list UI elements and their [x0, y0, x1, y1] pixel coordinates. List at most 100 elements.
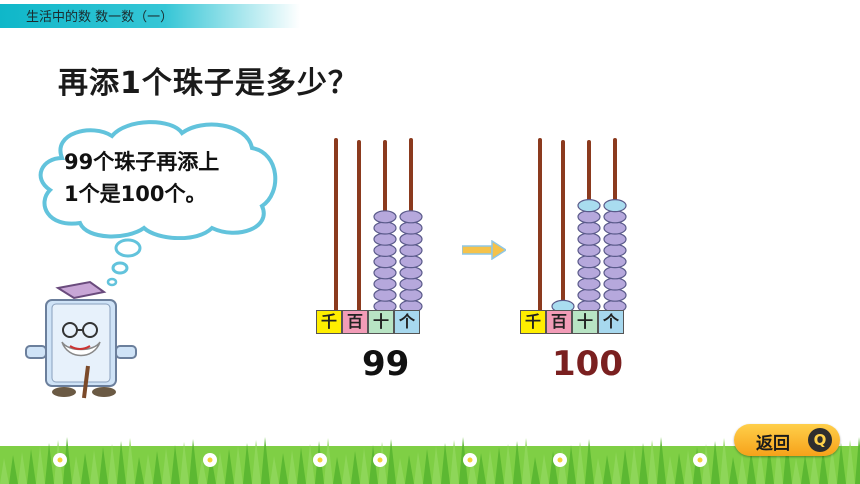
abacus-bead-right-3-7 — [603, 221, 627, 235]
abacus-bead-left-3-5 — [399, 243, 423, 258]
abacus-bead-right-3-8 — [603, 210, 627, 224]
flower-center — [467, 457, 473, 463]
grass-blade — [684, 450, 693, 484]
grass-blade — [414, 452, 423, 484]
abacus-bead-left-3-4 — [399, 254, 423, 269]
abacus-bead-left-2-2 — [373, 277, 397, 291]
grass-blade — [36, 446, 45, 484]
header-band — [0, 4, 300, 28]
abacus-bead-left-2-4 — [373, 254, 397, 269]
abacus-bead-right-2-6 — [577, 232, 601, 246]
abacus-left-number: 99 — [362, 344, 410, 384]
place-thousands-left: 千 — [316, 310, 342, 334]
flower-center — [697, 457, 703, 463]
abacus-bead-right-2-5 — [577, 243, 601, 258]
grass-blade — [126, 438, 135, 484]
grass-blade — [45, 443, 54, 484]
grass-blade — [792, 458, 801, 484]
grass-blade — [252, 440, 261, 484]
grass-blade — [783, 439, 792, 484]
abacus-bead-right-3-1 — [603, 288, 627, 302]
grass-blade — [477, 453, 486, 484]
abacus-bead-right-2-2 — [577, 277, 601, 291]
abacus-bead-left-2-5 — [373, 243, 397, 258]
back-button[interactable]: 返回 Q — [734, 424, 840, 456]
grass-blade — [837, 443, 846, 484]
grass-blade — [135, 457, 144, 484]
grass-blade — [585, 439, 594, 484]
grass-blade — [360, 448, 369, 484]
grass-blade — [351, 451, 360, 484]
place-ones-right: 个 — [598, 310, 624, 334]
grass-blade — [423, 449, 432, 484]
grass-blade — [495, 447, 504, 484]
abacus-bead-left-3-7 — [399, 221, 423, 235]
grass-blade — [117, 441, 126, 484]
grass-blade — [369, 445, 378, 484]
abacus-bead-left-2-1 — [373, 288, 397, 302]
grass-blade — [189, 439, 198, 484]
grass-blade — [810, 452, 819, 484]
page-title: 生活中的数 数一数（一） — [26, 10, 174, 25]
grass-blade — [441, 443, 450, 484]
grass-blade — [261, 437, 270, 484]
abacus-bead-right-2-4 — [577, 254, 601, 269]
flower-center — [557, 457, 563, 463]
grass-blade — [774, 442, 783, 484]
book-mascot-illustration — [25, 280, 137, 399]
abacus-bead-right-3-3 — [603, 266, 627, 280]
grass-blade — [153, 451, 162, 484]
abacus-right — [538, 138, 627, 314]
grass-blade — [234, 446, 243, 484]
abacus-bead-left-2-8 — [373, 210, 397, 224]
grass-blade — [396, 458, 405, 484]
grass-blade — [639, 443, 648, 484]
thought-dots — [106, 238, 142, 287]
grass-blade — [657, 437, 666, 484]
abacus-bead-left-2-6 — [373, 232, 397, 246]
grass-blade — [225, 449, 234, 484]
grass-blade — [666, 456, 675, 484]
grass-blade — [342, 454, 351, 484]
grass-blade — [144, 454, 153, 484]
place-hundreds-right: 百 — [546, 310, 572, 334]
thought-cloud — [38, 120, 278, 240]
grass-blade — [387, 439, 396, 484]
grass-blade — [81, 453, 90, 484]
grass-blade — [513, 441, 522, 484]
grass-blade — [9, 455, 18, 484]
abacus-right-number: 100 — [552, 344, 623, 384]
grass-blade — [540, 454, 549, 484]
grass-blade — [279, 453, 288, 484]
grass-blade — [207, 455, 216, 484]
q-circle-icon: Q — [808, 428, 832, 452]
place-tens-right: 十 — [572, 310, 598, 334]
abacus-bead-right-3-9 — [603, 198, 627, 213]
grass-blade — [333, 457, 342, 484]
flower-center — [317, 457, 323, 463]
abacus-bead-right-2-8 — [577, 210, 601, 224]
grass-blade — [171, 445, 180, 484]
grass-blade — [531, 457, 540, 484]
grass-blade — [108, 444, 117, 484]
abacus-bead-right-2-7 — [577, 221, 601, 235]
abacus-bead-right-2-1 — [577, 288, 601, 302]
grass-blade — [855, 437, 860, 484]
grass-blade — [846, 440, 855, 484]
grass-blade — [747, 451, 756, 484]
back-button-label: 返回 — [756, 434, 790, 454]
place-thousands-right: 千 — [520, 310, 546, 334]
grass-blade — [621, 449, 630, 484]
flower-center — [207, 457, 213, 463]
grass-blade — [711, 441, 720, 484]
grass-blade — [738, 454, 747, 484]
question-heading: 再添1个珠子是多少？ — [58, 66, 359, 101]
header-bar: 生活中的数 数一数（一） — [0, 0, 860, 30]
grass-blade — [99, 447, 108, 484]
abacus-bead-right-3-4 — [603, 254, 627, 269]
grass-blade — [486, 450, 495, 484]
abacus-bead-left-3-2 — [399, 277, 423, 291]
grass-blade — [72, 456, 81, 484]
grass-blade — [675, 453, 684, 484]
grass-blade — [18, 452, 27, 484]
